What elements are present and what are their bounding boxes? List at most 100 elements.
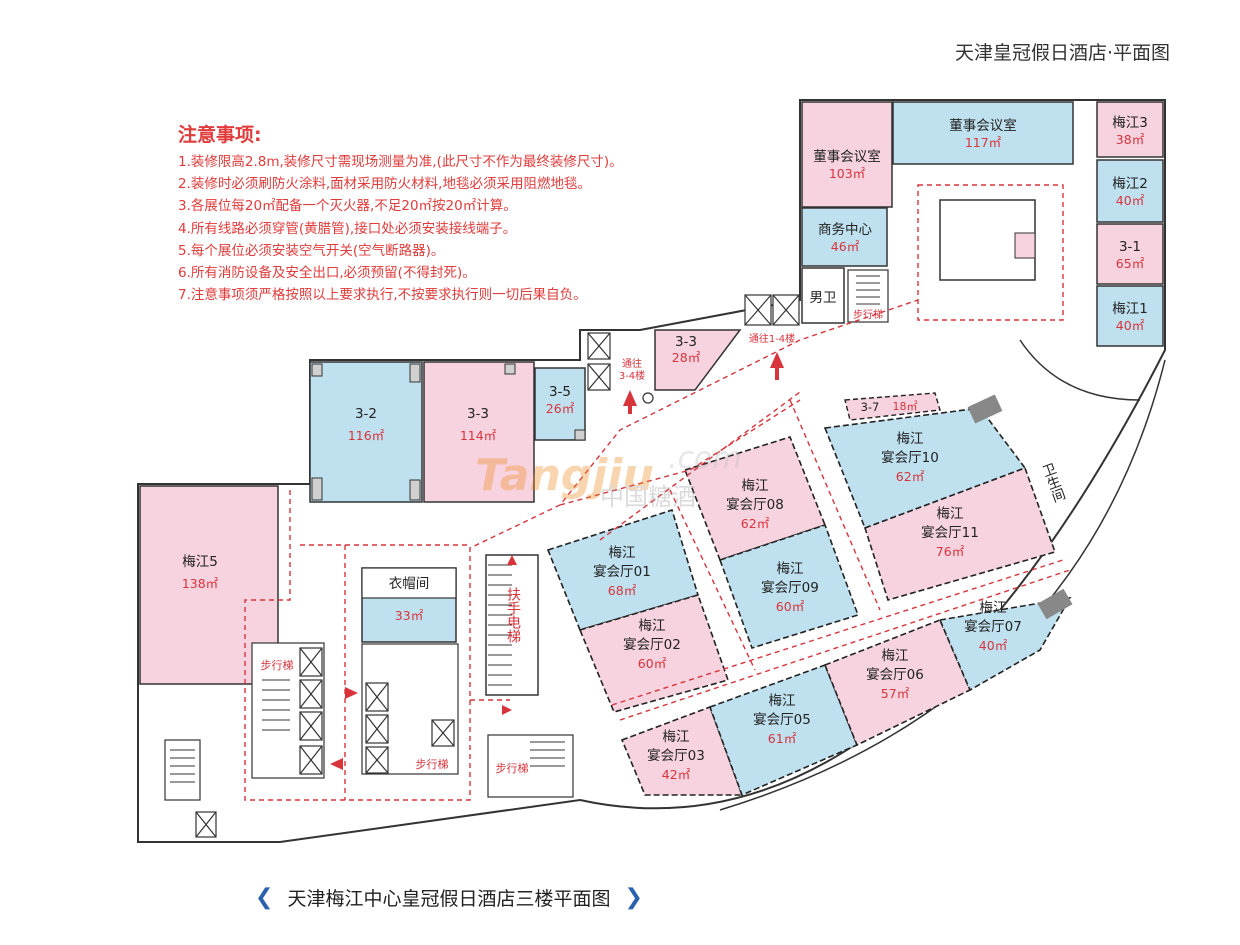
grey-block-2 (1037, 588, 1073, 620)
area-dongshi-103: 103㎡ (829, 166, 866, 181)
note-item: 7.注意事项须严格按照以上要求执行,不按要求执行则一切后果自负。 (178, 287, 587, 304)
room-meijiang1 (1096, 285, 1164, 347)
label-stair-left: 步行梯 (261, 659, 294, 672)
label-meijiang2: 梅江2 (1112, 176, 1148, 192)
room-dongshi-103 (801, 101, 893, 208)
stair-lines-bottom (530, 741, 565, 767)
page-title: 天津皇冠假日酒店·平面图 (954, 42, 1170, 64)
curved-wall (1019, 339, 1141, 401)
note-item: 3.各展位每20㎡配备一个灭火器,不足20㎡按20㎡计算。 (178, 198, 517, 215)
core-mid-elevators (365, 682, 455, 774)
elevator-left-bottom (195, 811, 217, 838)
label-men-wc: 男卫 (810, 290, 837, 306)
label-to-3-4-line2: 3-4楼 (619, 369, 645, 382)
hall-09 (718, 523, 860, 649)
area-3-5: 26㎡ (546, 401, 575, 416)
area-cloakroom: 33㎡ (395, 608, 424, 623)
label-hall-10-a: 梅江 (897, 431, 924, 447)
label-3-3-small: 3-3 (675, 334, 697, 350)
arrow-up-icon (507, 352, 784, 565)
label-3-3-big: 3-3 (467, 406, 489, 422)
hall-02 (578, 594, 730, 713)
label-hall-07-a: 梅江 (980, 600, 1007, 616)
note-item: 1.装修限高2.8m,装修尺寸需现场测量为准,(此尺寸不作为最终装修尺寸)。 (178, 154, 623, 170)
room-meijiang3 (1096, 101, 1164, 158)
label-3-1: 3-1 (1119, 239, 1141, 255)
escalator-steps (488, 564, 512, 686)
area-hall-03: 42㎡ (662, 767, 691, 782)
arrow-right-icon (345, 687, 512, 715)
label-hall-06-b: 宴会厅06 (866, 666, 924, 683)
area-hall-02: 60㎡ (638, 656, 667, 671)
label-hall-08-b: 宴会厅08 (726, 496, 784, 513)
label-meijiang1: 梅江1 (1112, 301, 1148, 317)
label-hall-10-b: 宴会厅10 (881, 449, 939, 466)
area-meijiang3: 38㎡ (1116, 132, 1145, 147)
core-left-elevators (299, 647, 323, 775)
court-dashed (917, 184, 1064, 321)
room-3-7 (844, 392, 941, 421)
hall-08 (683, 436, 827, 561)
stair-lines-top (856, 275, 880, 305)
note-item: 2.装修时必须刷防火涂料,面材采用防火材料,地毯必须采用阻燃地毯。 (178, 176, 591, 193)
area-3-2: 116㎡ (348, 428, 385, 443)
label-3-7: 3-7 (861, 400, 880, 414)
label-hall-03-a: 梅江 (663, 729, 690, 745)
label-stair-bottom: 步行梯 (496, 762, 529, 775)
footer-title: 天津梅江中心皇冠假日酒店三楼平面图 (287, 888, 611, 910)
elevator-pair-top (744, 294, 800, 326)
chevron-right-icon: ❯ (624, 885, 643, 910)
area-3-3-big: 114㎡ (460, 428, 497, 443)
area-dongshi-117: 117㎡ (965, 135, 1002, 150)
chevron-left-icon: ❮ (255, 885, 274, 910)
label-hall-08-a: 梅江 (742, 478, 769, 494)
area-hall-10: 62㎡ (896, 469, 925, 484)
area-hall-07: 40㎡ (979, 638, 1008, 653)
area-3-1: 65㎡ (1116, 256, 1145, 271)
label-hall-03-b: 宴会厅03 (647, 747, 705, 764)
hall-10 (823, 407, 1027, 530)
label-hall-02-a: 梅江 (639, 618, 666, 634)
label-dongshi-117: 董事会议室 (949, 117, 1017, 134)
elevator-pair-mid (587, 332, 611, 391)
watermark: Tangjiu .com 中国糖酒 (475, 441, 742, 511)
circulation-paths (244, 299, 1071, 801)
area-hall-06: 57㎡ (881, 686, 910, 701)
label-hall-07-b: 宴会厅07 (964, 618, 1022, 635)
label-cloakroom: 衣帽间 (389, 576, 430, 592)
label-meijiang3: 梅江3 (1112, 115, 1148, 131)
label-hall-05-b: 宴会厅05 (753, 711, 811, 728)
label-3-5: 3-5 (549, 384, 571, 400)
room-meijiang2 (1096, 159, 1164, 223)
area-business: 46㎡ (831, 239, 860, 254)
notes-panel: 注意事项: 1.装修限高2.8m,装修尺寸需现场测量为准,(此尺寸不作为最终装修… (178, 120, 623, 306)
hall-03 (620, 705, 744, 796)
area-hall-11: 76㎡ (936, 544, 965, 559)
stair-top (847, 269, 889, 323)
stair-left-bottom (164, 739, 201, 801)
room-3-3-small (654, 329, 742, 391)
label-stair-top: 步行梯 (853, 308, 883, 321)
label-hall-05-a: 梅江 (769, 693, 796, 709)
area-meijiang5: 138㎡ (182, 576, 219, 591)
room-3-3-big (423, 361, 535, 503)
footer-caption: ❮ 天津梅江中心皇冠假日酒店三楼平面图 ❯ (255, 884, 643, 911)
stair-lines-left (170, 749, 195, 783)
note-item: 6.所有消防设备及安全出口,必须预留(不得封死)。 (178, 265, 476, 282)
area-hall-05: 61㎡ (768, 731, 797, 746)
area-hall-09: 60㎡ (776, 599, 805, 614)
label-stair-mid: 步行梯 (416, 758, 449, 771)
court-pink (1014, 232, 1036, 259)
area-meijiang2: 40㎡ (1116, 193, 1145, 208)
label-hall-01-b: 宴会厅01 (593, 563, 651, 580)
cloak-header (361, 567, 457, 599)
room-dongshi-117 (892, 101, 1074, 165)
label-hall-11-b: 宴会厅11 (921, 524, 979, 541)
area-meijiang1: 40㎡ (1116, 318, 1145, 333)
note-item: 5.每个展位必须安装空气开关(空气断路器)。 (178, 242, 445, 259)
label-to-3-4-line1: 通往 (622, 357, 642, 370)
label-to-1-4: 通往1-4楼 (749, 332, 795, 345)
label-hall-11-a: 梅江 (937, 506, 964, 522)
label-meijiang5: 梅江5 (182, 554, 218, 570)
label-hall-09-b: 宴会厅09 (761, 579, 819, 596)
